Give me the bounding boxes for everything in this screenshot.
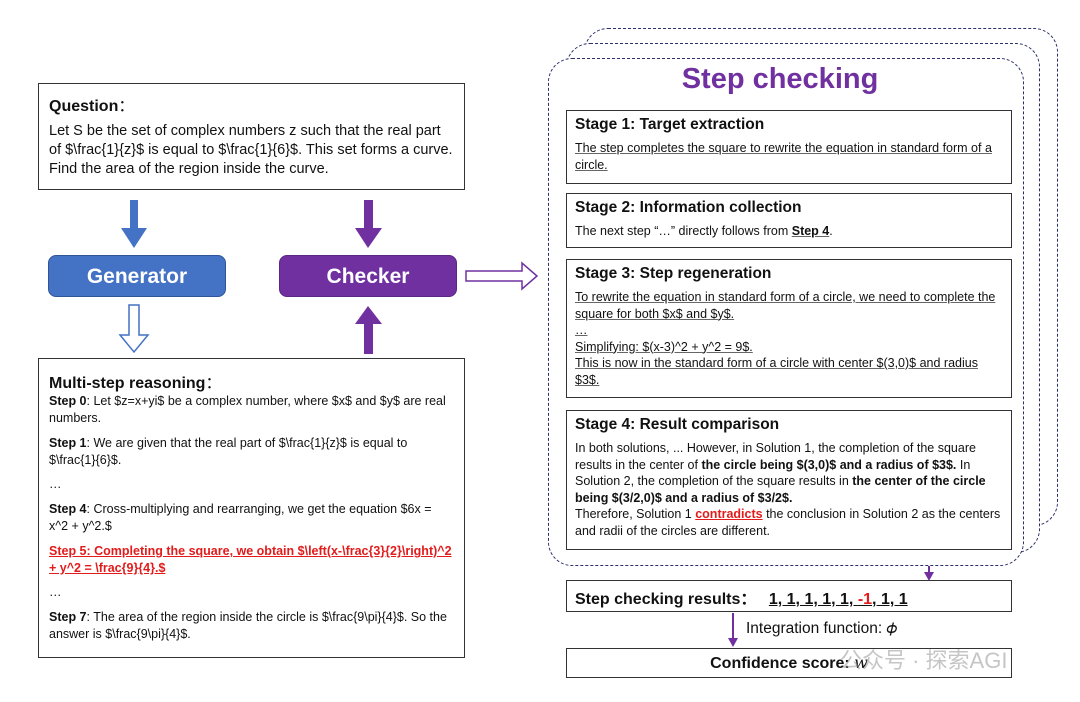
generator-node: Generator: [48, 255, 226, 297]
reasoning-box: Multi-step reasoning： Step 0: Let $z=x+y…: [38, 358, 465, 658]
ellipsis-2: …: [49, 585, 62, 599]
confidence-score-box: Confidence score: 𝑤: [566, 648, 1012, 678]
integration-function-label: Integration function: 𝜙: [746, 620, 898, 637]
results-label: Step checking results: [575, 591, 741, 608]
stage-3-line-1: To rewrite the equation in standard form…: [575, 290, 996, 321]
step-7: Step 7: The area of the region inside th…: [49, 610, 447, 641]
stage-1-box: Stage 1: Target extraction The step comp…: [566, 110, 1012, 184]
stage-3-line-4: This is now in the standard form of a ci…: [575, 356, 978, 387]
contradicts-highlight: contradicts: [695, 507, 763, 521]
stage-3-line-3: Simplifying: $(x-3)^2 + y^2 = 9$.: [575, 339, 753, 354]
stage-4-header: Stage 4: Result comparison: [575, 416, 780, 433]
stage-2-text: The next step “…” directly follows from …: [575, 224, 833, 238]
arrow-generator-to-reasoning: [118, 304, 150, 354]
question-box: Question： Let S be the set of complex nu…: [38, 83, 465, 190]
step-5-highlighted: Step 5: Completing the square, we obtain…: [49, 544, 452, 575]
arrow-reasoning-to-checker: [355, 306, 382, 354]
results-negative: -1: [857, 591, 873, 608]
stage-1-text: The step completes the square to rewrite…: [575, 141, 992, 172]
checker-node: Checker: [279, 255, 457, 297]
confidence-label: Confidence score:: [710, 655, 855, 672]
stage-3-box: Stage 3: Step regeneration To rewrite th…: [566, 259, 1012, 398]
step-4-reference: Step 4: [791, 224, 830, 238]
question-header: Question: [49, 98, 119, 115]
results-values: 1, 1, 1, 1, 1, -1, 1, 1: [768, 591, 908, 608]
reasoning-colon: ：: [205, 375, 222, 392]
stage-4-text: In both solutions, ... However, in Solut…: [575, 441, 1001, 538]
step-checking-results-box: Step checking results： 1, 1, 1, 1, 1, -1…: [566, 580, 1012, 612]
stage-4-box: Stage 4: Result comparison In both solut…: [566, 410, 1012, 550]
watermark: 公众号 · 探索AGI: [840, 648, 1008, 673]
question-colon: ：: [118, 98, 135, 115]
step-4: Step 4: Cross-multiplying and rearrangin…: [49, 502, 432, 533]
arrow-results-to-confidence: [728, 613, 738, 647]
ellipsis-1: …: [49, 477, 62, 491]
step-checking-title: Step checking: [681, 63, 879, 95]
reasoning-header: Multi-step reasoning: [49, 375, 206, 392]
confidence-symbol: 𝑤: [854, 653, 868, 672]
arrow-checker-to-stepchecking: [465, 261, 539, 291]
stage-2-header: Stage 2: Information collection: [575, 199, 802, 216]
stage-2-box: Stage 2: Information collection The next…: [566, 193, 1012, 248]
step-1: Step 1: We are given that the real part …: [49, 436, 408, 467]
step-0: Step 0: Let $z=x+yi$ be a complex number…: [49, 394, 446, 425]
stage-3-line-2: …: [575, 323, 588, 337]
stage-1-header: Stage 1: Target extraction: [575, 116, 765, 133]
question-text: Let S be the set of complex numbers z su…: [49, 123, 453, 177]
arrow-question-to-checker: [355, 200, 382, 248]
arrow-question-to-generator: [121, 200, 147, 248]
stage-3-header: Stage 3: Step regeneration: [575, 265, 772, 282]
